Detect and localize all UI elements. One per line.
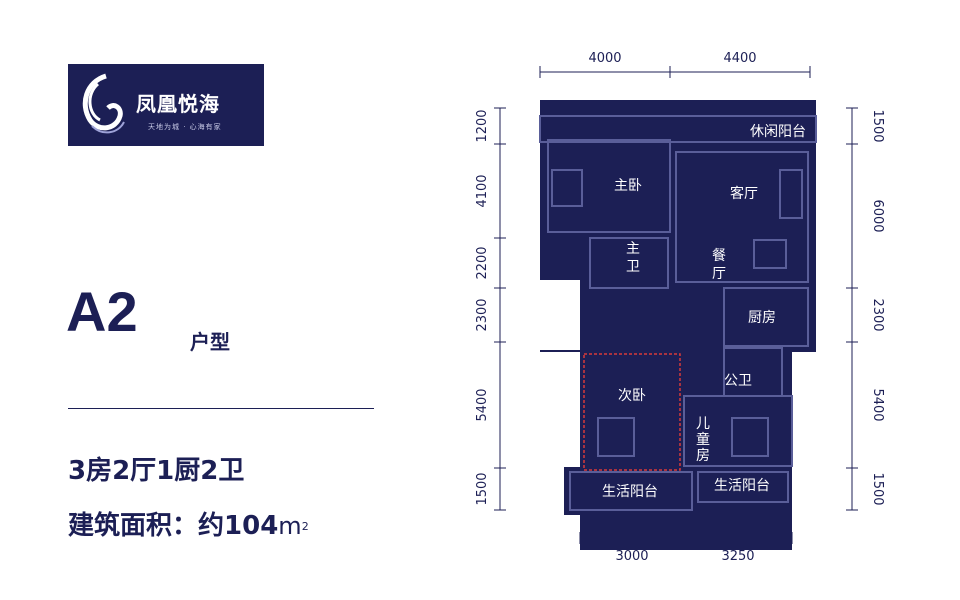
dim-right-2: 6000 xyxy=(870,199,885,232)
dim-right-4: 5400 xyxy=(870,388,885,421)
dim-left-3: 2200 xyxy=(475,246,490,279)
dim-left-2: 4100 xyxy=(475,174,490,207)
brand-name: 凤凰悦海 xyxy=(136,92,220,116)
room-living: 客厅 xyxy=(730,185,758,202)
room-leisure-balcony: 休闲阳台 xyxy=(750,124,806,140)
dimension-lines xyxy=(494,66,858,544)
room-dining-1: 餐 xyxy=(712,248,726,264)
room-master-bath-1: 主 xyxy=(626,241,640,257)
room-second-bedroom: 次卧 xyxy=(618,388,646,404)
notch-lower xyxy=(540,352,580,467)
dim-left-6: 1500 xyxy=(475,472,490,505)
area-label: 建筑面积：约 xyxy=(68,511,225,541)
dim-bottom-2: 3250 xyxy=(721,549,754,564)
floor-plan: 休闲阳台 主卧 主 卫 客厅 餐 厅 厨房 公卫 次卧 儿 童 房 生活阳台 生… xyxy=(475,51,885,564)
room-dining-2: 厅 xyxy=(712,266,726,282)
room-kitchen: 厨房 xyxy=(748,310,776,326)
unit-layout: 3房2厅1厨2卫 xyxy=(68,456,245,486)
phoenix-swirl-icon xyxy=(82,73,125,134)
area-unit-superscript: 2 xyxy=(301,520,309,533)
dim-right-3: 2300 xyxy=(870,298,885,331)
dim-top-1: 4000 xyxy=(588,51,621,66)
room-life-balcony-right: 生活阳台 xyxy=(714,478,770,494)
room-kids-3: 房 xyxy=(696,448,710,464)
dim-left-4: 2300 xyxy=(475,298,490,331)
room-master-bath-2: 卫 xyxy=(626,259,640,275)
area-value: 104 xyxy=(224,511,279,541)
divider xyxy=(68,408,374,409)
second-bedroom-highlight xyxy=(583,353,681,471)
dim-right-1: 1500 xyxy=(870,109,885,142)
notch-bottom xyxy=(540,515,564,555)
unit-type-label: 户型 xyxy=(190,330,230,354)
dim-bottom-1: 3000 xyxy=(615,549,648,564)
notch xyxy=(540,280,580,350)
dim-right-5: 1500 xyxy=(870,472,885,505)
area-unit: m xyxy=(278,512,302,540)
brand-tagline: 天地为城 · 心海有家 xyxy=(148,123,222,131)
brand-logo: 凤凰悦海 天地为城 · 心海有家 xyxy=(68,64,264,146)
notch-right xyxy=(792,352,816,552)
room-life-balcony-left: 生活阳台 xyxy=(602,484,658,500)
room-master-bedroom: 主卧 xyxy=(614,178,642,194)
dim-left-5: 5400 xyxy=(475,388,490,421)
dim-top-2: 4400 xyxy=(723,51,756,66)
room-kids-2: 童 xyxy=(696,431,710,448)
area-row: 建筑面积：约104m2 xyxy=(68,505,309,542)
partitions xyxy=(539,115,817,511)
dim-left-1: 1200 xyxy=(475,109,490,142)
room-public-bath: 公卫 xyxy=(724,373,752,389)
unit-code: A2 xyxy=(66,280,138,343)
room-kids-1: 儿 xyxy=(696,416,710,432)
